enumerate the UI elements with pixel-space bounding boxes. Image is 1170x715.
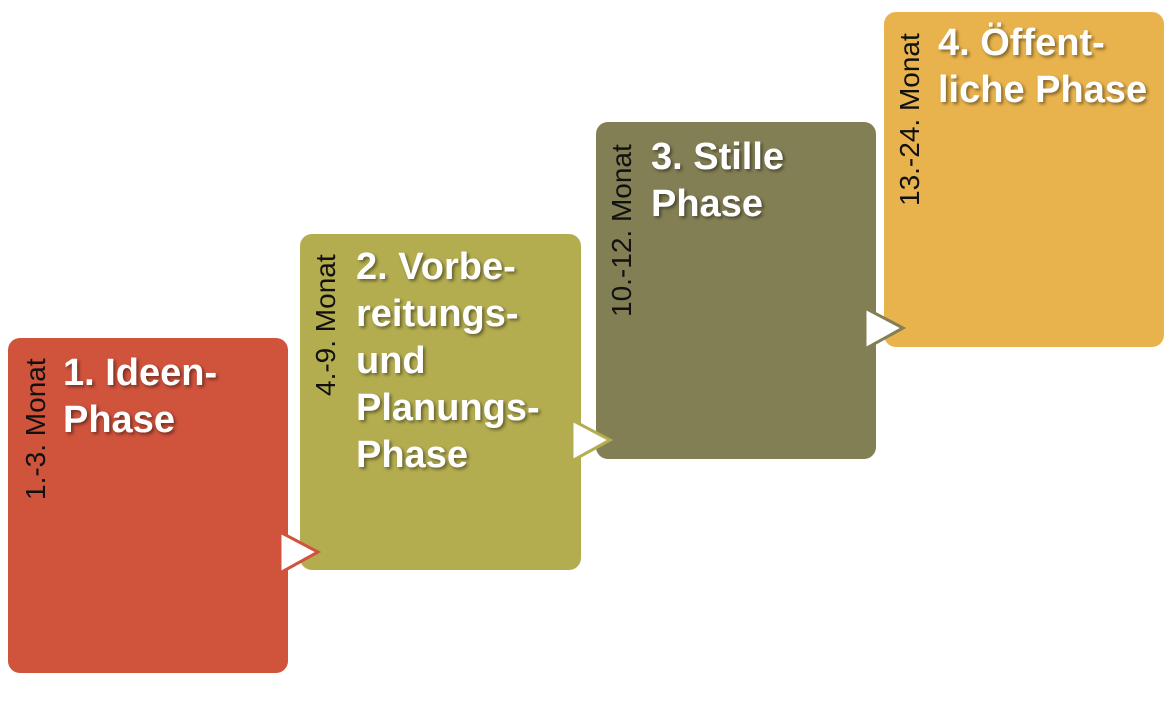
phase-box-stille: 10.-12. Monat 3. Stille Phase bbox=[596, 122, 876, 459]
phase-box-ideen: 1.-3. Monat 1. Ideen- Phase bbox=[8, 338, 288, 673]
phase-title: 4. Öffent- liche Phase bbox=[938, 22, 1148, 111]
phase-duration-label: 13.-24. Monat bbox=[894, 33, 925, 206]
phase-box-vorbereitung: 4.-9. Monat 2. Vorbe- reitungs- und Plan… bbox=[300, 234, 581, 570]
phase-title: 1. Ideen- Phase bbox=[63, 352, 218, 441]
phase-box-oeffentlich: 13.-24. Monat 4. Öffent- liche Phase bbox=[884, 12, 1164, 347]
phase-duration-label: 4.-9. Monat bbox=[310, 254, 341, 396]
phase-duration-label: 10.-12. Monat bbox=[606, 144, 637, 317]
phase-title: 2. Vorbe- reitungs- und Planungs- Phase bbox=[356, 246, 540, 476]
phase-title: 3. Stille Phase bbox=[651, 136, 785, 225]
phase-duration-label: 1.-3. Monat bbox=[20, 358, 51, 500]
